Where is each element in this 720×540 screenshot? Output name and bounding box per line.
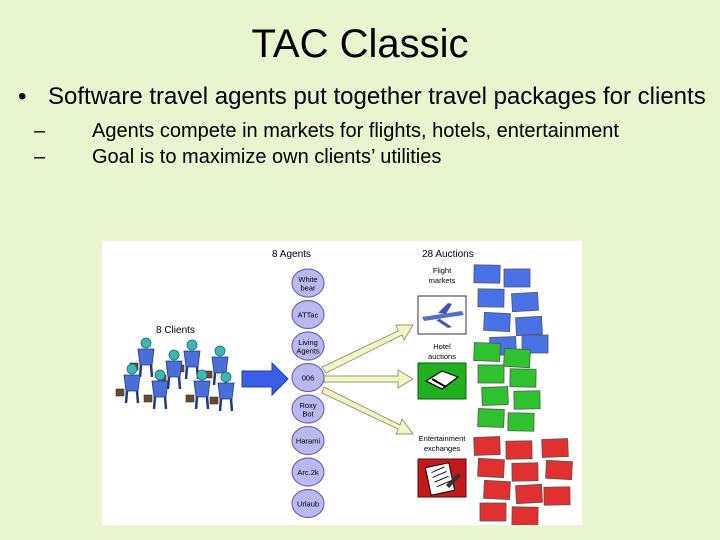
agent-label: Agents [296, 346, 320, 355]
agent-ellipse [291, 394, 325, 424]
auction-tile [477, 288, 505, 308]
auction-tile [477, 408, 505, 428]
agent-ellipse [291, 268, 325, 298]
bullet-text: Software travel agents put together trav… [48, 83, 706, 110]
sub-bullet-item: – Goal is to maximize own clients’ utili… [34, 145, 708, 169]
auction-tile [481, 386, 509, 406]
agent-ellipse [291, 457, 325, 487]
client-figure [115, 363, 141, 404]
agent-ellipse [291, 331, 325, 361]
dash-glyph: – [34, 146, 46, 168]
clients-group [115, 337, 235, 412]
client-figure [203, 345, 229, 386]
clients-to-agent-arrow [241, 361, 289, 397]
auction-tile [503, 347, 531, 369]
market-label: Flight [433, 266, 452, 275]
auction-tile [513, 390, 541, 410]
bullet-item: • Software travel agents put together tr… [18, 82, 708, 111]
arrow-to-flights-icon [321, 324, 414, 374]
agent-label: ATTac [298, 311, 319, 320]
auction-tile [483, 479, 511, 501]
agent-label: White [298, 275, 317, 284]
bullet-list: • Software travel agents put together tr… [18, 82, 708, 169]
auction-tile [503, 268, 531, 288]
auction-tiles [473, 264, 573, 525]
auction-tile [479, 502, 507, 522]
auction-tile [477, 457, 505, 479]
agent-label: Bot [302, 409, 314, 418]
agent-node: 006 [291, 362, 325, 393]
auction-tile [505, 440, 533, 460]
agent-label: 006 [302, 374, 315, 383]
flight-market-icon [417, 295, 467, 335]
auction-tile [511, 462, 539, 482]
sub-bullet-item: – Agents compete in markets for flights,… [34, 119, 708, 143]
market-label: auctions [428, 352, 456, 361]
agent-node: Urlaub [291, 488, 325, 519]
auction-tile [511, 506, 539, 525]
hotel-market-icon [417, 362, 467, 400]
bullet-glyph: • [18, 83, 27, 110]
client-figure [209, 371, 235, 412]
client-figure [185, 369, 211, 410]
auction-tile [511, 291, 539, 313]
auction-tile [545, 459, 573, 481]
agent-ellipse [291, 362, 325, 393]
auction-tile [473, 342, 501, 362]
agent-label: Roxy [299, 401, 316, 410]
agents-header: 8 Agents [272, 249, 311, 260]
auctions-header: 28 Auctions [422, 249, 474, 260]
auction-tile [473, 264, 501, 284]
agent-node: Arc.2k [291, 457, 325, 487]
arrow-to-hotels-icon [323, 369, 414, 389]
auction-tile [515, 315, 543, 337]
sub-bullet-text: Goal is to maximize own clients’ utiliti… [92, 146, 442, 168]
market-label: markets [429, 276, 456, 285]
agent-ellipse [291, 425, 325, 456]
auction-tile [473, 436, 501, 456]
agent-label: Living [298, 338, 318, 347]
market-label: Hotel [433, 342, 451, 351]
client-figure [143, 369, 169, 410]
market-arrows [321, 324, 414, 435]
market-label: Entertainment [419, 434, 467, 443]
sub-bullet-text: Agents compete in markets for flights, h… [92, 120, 619, 142]
agent-label: Arc.2k [297, 468, 319, 477]
agent-label: Harami [296, 437, 321, 446]
agent-label: Urlaub [297, 500, 319, 509]
agent-ellipse [291, 488, 325, 519]
market-label: exchanges [424, 444, 461, 453]
auction-tile [515, 483, 543, 505]
auction-tile [521, 334, 549, 354]
auction-tile [477, 364, 505, 384]
agent-node: ATTac [291, 299, 325, 330]
slide-title: TAC Classic [251, 22, 469, 66]
auction-tile [507, 412, 535, 432]
auction-tile [483, 311, 511, 333]
auction-tile [541, 438, 569, 458]
auction-tile [543, 486, 571, 506]
agent-label: bear [300, 283, 316, 292]
clients-label: 8 Clients [156, 325, 195, 336]
auction-tile [509, 368, 537, 388]
agent-ellipse [291, 299, 325, 330]
agent-node: Harami [291, 425, 325, 456]
market-labels: FlightmarketsHotelauctionsEntertainmente… [419, 266, 467, 453]
arrow-to-entertainment-icon [321, 386, 414, 435]
dash-glyph: – [34, 120, 46, 142]
entertainment-market-icon [417, 458, 467, 498]
diagram-canvas: 8 Agents 28 Auctions 8 Clients Whitebear… [115, 249, 573, 525]
